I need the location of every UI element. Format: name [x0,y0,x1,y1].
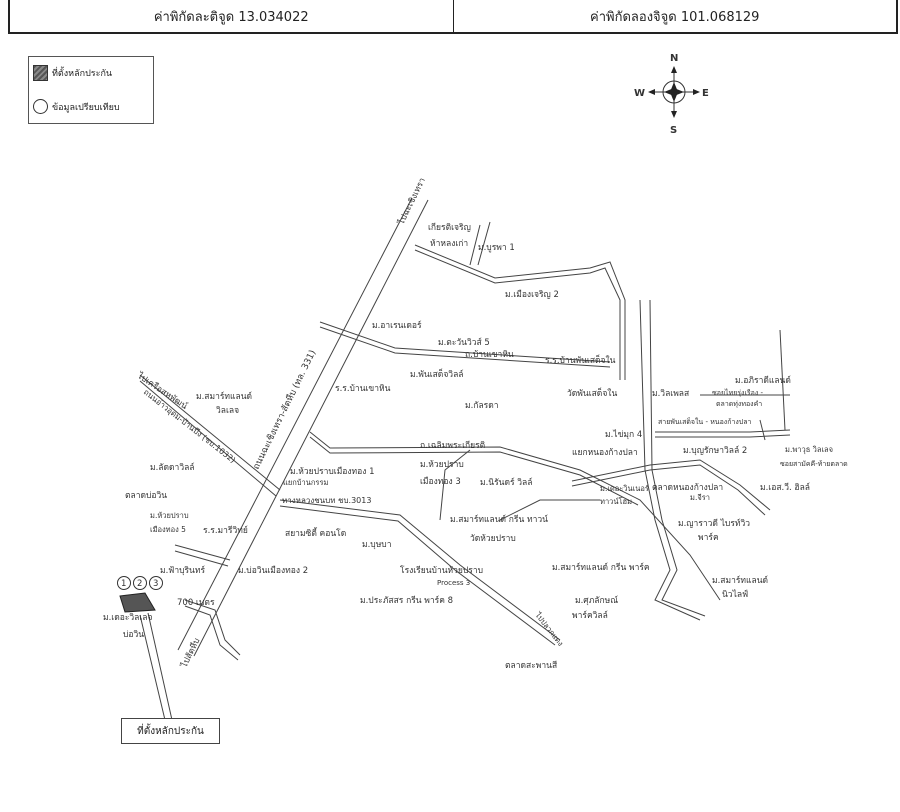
map-label: ม.นิรันดร์ วิลล์ [480,477,532,488]
map-label: วัดพันเสด็จใน [567,387,617,399]
map-label: ถนนฉะเชิงเทรา-สัตหีบ (ทล. 331) [251,348,319,471]
map-label: ม.บุญรักษาวิลล์ 2 [683,445,747,456]
map-label: ม.เดอะวินเนอร์ [600,484,649,493]
map-label: ม.ญาราวดี ไบรท์วิว [678,518,750,529]
legend-item-comparable: ข้อมูลเปรียบเทียบ [33,99,120,114]
map-label: ม.กัลรดา [465,401,499,411]
map-label: ม.พันเสด็จวิลล์ [410,368,464,380]
map-label: ม.ประภัสสร กรีน พาร์ค 8 [360,595,453,606]
map-label: ม.พาวุธ วิลเลจ [785,445,833,454]
map-label: ไปปลวกแดง [533,610,566,648]
map-label: Process 3 [437,579,470,587]
map-label: ม.อาเรนเดอร์ [372,320,422,331]
map-label: ตลาดสะพานสี [505,660,558,671]
map-label: ทาวน์โฮม [600,497,632,506]
legend-label: ที่ตั้งหลักประกัน [52,69,113,79]
map-label: นิวไลฟ์ [722,589,748,600]
map-label: โรงเรียนบ้านห้วยปราบ [400,565,483,576]
map-label: วิลเลจ [216,406,239,416]
map-label: ม.บ่อวินเมืองทอง 2 [238,565,308,576]
map-label: ม.ห้วยปราบ [420,459,464,470]
map-label: สยามซิตี้ คอนโด [285,527,346,539]
map-label: ม.เดอะวิลเลจ [103,613,152,623]
map-label: ม.ไข่มุก 4 [605,429,642,440]
map-label: ม.ตะวันวิวส์ 5 [438,337,490,348]
marker-3: 3 [153,579,158,589]
compass-w: W [634,88,645,99]
map-label: ตลาดทุ่งทองคำ [716,400,762,408]
map-label: ม.สมาร์ทแลนด์ กรีน พาร์ค [552,562,650,573]
map-label: พาร์ค [698,532,719,543]
map-label: เมืองทอง 5 [150,525,186,534]
compass-rose-icon: N S E W [634,53,709,135]
map-label: บ่อวิน [123,630,144,640]
map-label: ทางหลวงชนบท ชบ.3013 [282,496,371,505]
map-label: ถ.เฉลิมพระเกียรติ [420,440,485,451]
map-label: ม.ห้วยปราบ [150,511,189,520]
map-label: ม.ห้วยปราบเมืองทอง 1 [290,466,375,477]
map-label: ห้าหลงเก่า [430,238,468,249]
map-label: ถ.บ้านเขาหิน [465,349,514,360]
map-label: ม.เมืองเจริญ 2 [505,289,559,300]
longitude-cell: ค่าพิกัดลองจิจูด 101.068129 [452,0,897,32]
map-label: ม.อภิราดีแลนด์ [735,375,791,386]
hatched-square-icon [33,65,48,81]
compass-e: E [702,88,709,99]
map-label: ม.ลัดดาวิลล์ [150,462,195,473]
marker-1: 1 [121,579,126,589]
map-legend: ที่ตั้งหลักประกัน ข้อมูลเปรียบเทียบ [28,56,154,124]
map-label: พาร์ควิลล์ [572,610,608,621]
map-label: เมืองทอง 3 [420,476,461,487]
compass-n: N [670,53,678,64]
marker-2: 2 [137,579,142,589]
map-label: ร.ร.มารีวิทย์ [203,525,248,536]
map-label: วัดห้วยปราบ [470,533,516,544]
circle-icon [33,99,48,114]
map-label: ไปฉะเชิงเทรา [395,176,428,227]
map-label: เกียรติเจริญ [428,222,471,233]
map-label: ร.ร.บ้านเขาหิน [335,383,391,394]
roads [139,197,791,721]
legend-item-collateral: ที่ตั้งหลักประกัน [33,65,112,81]
map-label: ม.สมาร์ทแลนด์ กรีน ทาวน์ [450,514,548,525]
map-label: ซอยสามัคคี-ท้ายตลาด [780,460,848,468]
map-label: ม.จีรา [690,493,710,502]
map-labels: ไปฉะเชิงเทรา เกียรติเจริญ ห้าหลงเก่า ม.บ… [103,176,848,671]
map-label: แยกบ้านกรรม [283,478,328,487]
map-label: ม.บุษบา [362,540,391,550]
legend-label: ข้อมูลเปรียบเทียบ [52,102,120,113]
collateral-site-marker [119,592,156,613]
map-label: ซอยไทยรุ่งเรือง - [712,388,763,397]
map-label: ม.สมาร์ทแลนด์ [196,391,252,402]
collateral-callout: ที่ตั้งหลักประกัน [121,718,220,744]
map-label: ม.ศุภลักษณ์ [575,595,618,606]
compass-s: S [670,125,677,135]
map-label: สายพันเสด็จใน - หนองก้างปลา [658,417,752,426]
map-label: แยกหนองก้างปลา [572,447,638,458]
map-label: ม.บูรพา 1 [478,243,515,253]
comparable-markers: 1 2 3 [117,576,163,590]
map-label: ม.วิลเพลส [652,389,690,399]
map-label: ร.ร.บ้านพันเสด็จใน [545,354,616,366]
map-label: ม.ฟ้าบุรินทร์ [160,565,205,576]
map-label: ม.เอส.วี. ฮิลล์ [760,482,810,493]
latitude-cell: ค่าพิกัดละติจูด 13.034022 [153,9,309,25]
map-label: ม.สมาร์ทแลนด์ [712,575,768,586]
coordinates-header: ค่าพิกัดละติจูด 13.034022 ค่าพิกัดลองจิจ… [8,0,898,34]
map-label: ตลาดหนองก้างปลา [652,482,723,493]
map-label: ตลาดบ่อวิน [125,491,167,501]
map-label: 700 เมตร [177,598,215,608]
